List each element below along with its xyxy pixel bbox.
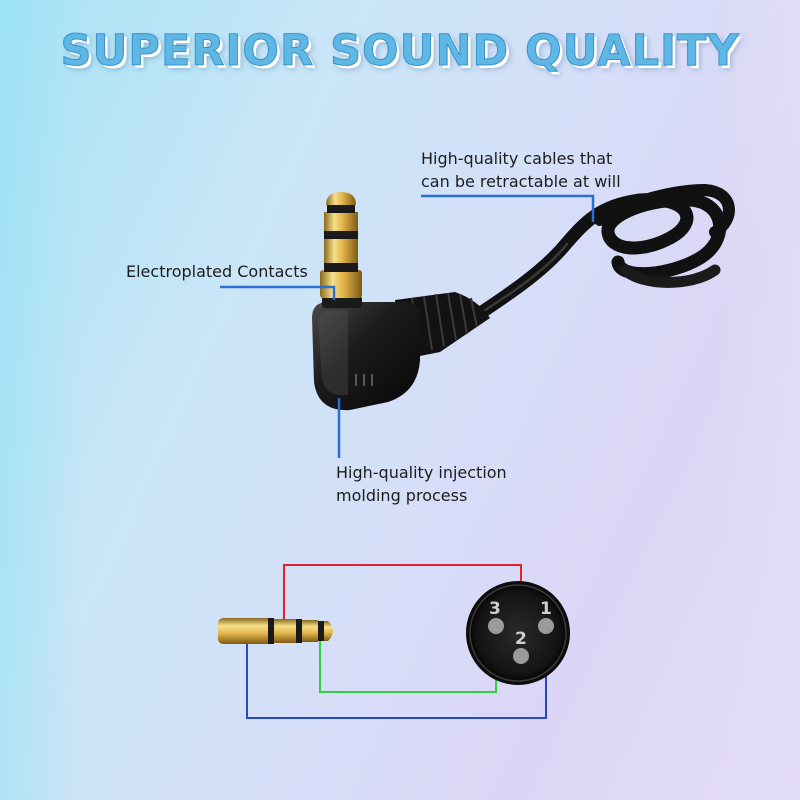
wiring-diagram: 1 2 3 [218, 564, 570, 719]
callout-cable-line [421, 194, 595, 222]
jack-plug-gold [320, 192, 362, 298]
callout-cable-line-2: can be retractable at will [421, 172, 621, 191]
xlr-pin-3 [488, 618, 504, 634]
page-title: SUPERIOR SOUND QUALITY [60, 26, 740, 77]
xlr-pin-2-label: 2 [515, 629, 527, 649]
xlr-pin-3-label: 3 [489, 599, 501, 619]
callout-cable-line-1: High-quality cables that [421, 149, 613, 168]
callout-contacts-text: Electroplated Contacts [126, 262, 308, 281]
plug-housing [312, 296, 420, 411]
callout-molding-text: High-quality injection molding process [336, 461, 507, 507]
xlr-pin-1 [538, 618, 554, 634]
callout-lines [220, 194, 595, 458]
xlr-pin-1-label: 1 [540, 599, 552, 619]
xlr-pin-2 [513, 648, 529, 664]
jack-diagram-icon [218, 618, 333, 644]
callout-contacts-line [220, 285, 336, 300]
callout-molding-line-1: High-quality injection [336, 463, 507, 482]
callout-molding-line-2: molding process [336, 486, 468, 505]
xlr-connector-icon: 1 2 3 [466, 581, 570, 685]
callout-cable-text: High-quality cables that can be retracta… [421, 147, 621, 193]
